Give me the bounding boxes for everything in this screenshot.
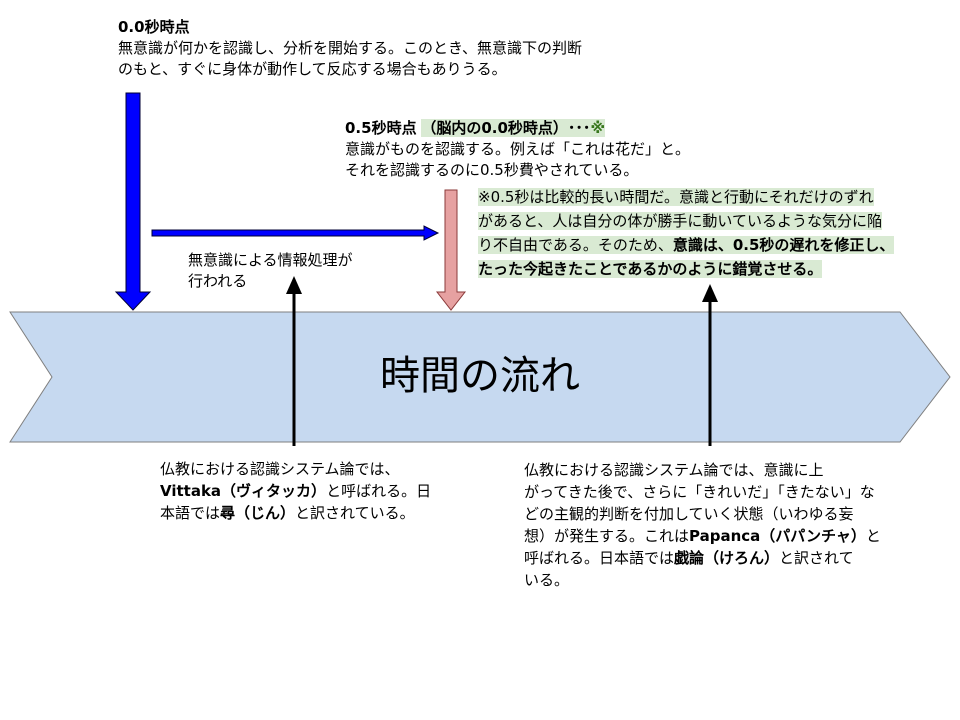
t0-block: 0.0秒時点 無意識が何かを認識し、分析を開始する。このとき、無意識下の判断 の… [118, 17, 582, 80]
t0-line: 無意識が何かを認識し、分析を開始する。このとき、無意識下の判断 [118, 39, 582, 57]
note-block: ※0.5秒は比較的長い時間だ。意識と行動にそれだけのずれ があると、人は自分の体… [478, 185, 895, 281]
note-line: り不自由である。そのため、 [478, 236, 673, 254]
vittaka-text: と呼ばれる。日 [326, 482, 432, 500]
papanca-japanese-term: 戯論（けろん） [674, 549, 780, 567]
t0-title: 0.0秒時点 [118, 18, 190, 36]
papanca-text: と [865, 527, 881, 545]
note-mark: ※ [590, 119, 606, 137]
vittaka-text: と訳されている。 [295, 504, 415, 522]
t05-line: 意識がものを認識する。例えば「これは花だ」と。 [345, 140, 691, 158]
black-up-arrow-vittaka [286, 276, 302, 446]
vittaka-block: 仏教における認識システム論では、 Vittaka（ヴィタッカ）と呼ばれる。日 本… [160, 458, 431, 524]
note-line: ※0.5秒は比較的長い時間だ。意識と行動にそれだけのずれ [478, 188, 874, 206]
time-flow-chevron [9, 311, 951, 443]
t05-block: 0.5秒時点 （脳内の0.0秒時点）･･･※ 意識がものを認識する。例えば「これ… [345, 118, 690, 181]
vittaka-term: Vittaka（ヴィタッカ） [160, 482, 327, 500]
note-line: があると、人は自分の体が勝手に動いているような気分に陥 [478, 212, 882, 230]
vittaka-text: 本語では [160, 504, 221, 522]
processing-line: 無意識による情報処理が [188, 251, 353, 269]
papanca-line: いる。 [524, 571, 570, 589]
papanca-text: 想）が発生する。これは [524, 527, 690, 545]
pink-down-arrow [435, 189, 467, 311]
t0-line: のもと、すぐに身体が動作して反応する場合もありうる。 [118, 60, 507, 78]
papanca-line: どの主観的判断を付加していく状態（いわゆる妄 [524, 505, 854, 523]
blue-down-arrow [114, 92, 152, 311]
t05-title: 0.5秒時点 [345, 119, 417, 137]
papanca-text: と訳されて [779, 549, 854, 567]
vittaka-japanese-term: 尋（じん） [220, 504, 296, 522]
papanca-text: 呼ばれる。日本語では [524, 549, 675, 567]
papanca-term: Papanca（パパンチャ） [689, 527, 866, 545]
note-emphasis: 意識は、0.5秒の遅れを修正し、 [672, 236, 895, 254]
papanca-line: 仏教における認識システム論では、意識に上 [524, 461, 824, 479]
processing-block: 無意識による情報処理が 行われる [188, 250, 353, 292]
processing-line: 行われる [188, 272, 248, 290]
papanca-block: 仏教における認識システム論では、意識に上 がってきた後で、さらに「きれいだ」「き… [524, 459, 881, 591]
vittaka-line: 仏教における認識システム論では、 [160, 460, 400, 478]
t05-line: それを認識するのに0.5秒費やされている。 [345, 161, 639, 179]
blue-right-arrow [151, 225, 440, 241]
note-emphasis: たった今起きたことであるかのように錯覚させる。 [478, 260, 823, 278]
papanca-line: がってきた後で、さらに「きれいだ」「きたない」な [524, 483, 875, 501]
black-up-arrow-papanca [702, 284, 718, 446]
time-flow-label: 時間の流れ [380, 353, 580, 399]
t05-subtitle: （脳内の0.0秒時点）･･･ [421, 119, 591, 137]
